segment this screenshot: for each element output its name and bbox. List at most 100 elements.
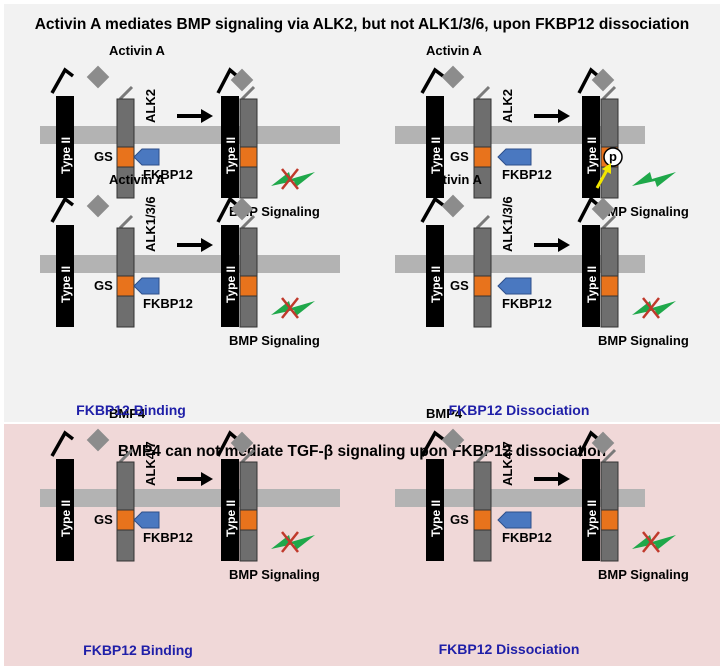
- complex-type2-chevron: [216, 196, 239, 223]
- type2-label: Type II: [59, 266, 73, 303]
- fkbp12-bound: [133, 148, 160, 166]
- type2-chevron: [420, 67, 445, 94]
- gs-domain: [473, 509, 492, 531]
- fkbp12-bound: [133, 511, 160, 529]
- complex-type2-receptor: [221, 459, 239, 561]
- type1-stalk: [118, 448, 134, 464]
- complex-type2-receptor: [221, 96, 239, 198]
- reaction-arrow-head: [201, 109, 213, 123]
- caption-fkbp12-binding-row3: FKBP12 Binding: [83, 642, 193, 658]
- ligand-label: Activin A: [109, 43, 165, 58]
- membrane-left: [40, 126, 340, 144]
- phospho-circle: [603, 147, 623, 167]
- complex-type2-label: Type II: [224, 500, 238, 537]
- bmp-signal-bolt: [271, 535, 315, 550]
- type2-label: Type II: [429, 266, 443, 303]
- signal-blocked-x: [642, 297, 660, 319]
- complex-type2-receptor: [582, 459, 600, 561]
- caption-fkbp12-binding-row2: FKBP12 Binding: [76, 402, 186, 418]
- type2-receptor: [426, 96, 444, 198]
- bmp-signaling-label: BMP Signaling: [229, 333, 320, 348]
- alk-label: ALK1/3/6: [143, 196, 158, 252]
- type1-stalk: [475, 448, 491, 464]
- bmp-signal-bolt: [632, 172, 676, 187]
- reaction-arrow-head: [558, 238, 570, 252]
- complex-type2-chevron: [577, 196, 600, 223]
- signal-blocked-x: [281, 297, 299, 319]
- bmp-signaling-label: BMP Signaling: [229, 567, 320, 582]
- complex-type2-receptor: [221, 225, 239, 327]
- gs-domain: [116, 146, 135, 168]
- fkbp12-dissociated: [497, 511, 532, 529]
- complex-gs-domain: [600, 275, 619, 297]
- complex-gs-domain: [600, 509, 619, 531]
- membrane-left: [40, 255, 340, 273]
- type1-stalk: [475, 85, 491, 101]
- phospho-arrow-shaft: [595, 169, 609, 189]
- type2-receptor: [56, 459, 74, 561]
- ligand-diamond: [86, 428, 110, 452]
- phospho-arrow-head: [602, 163, 611, 174]
- complex-type1-stalk: [240, 85, 256, 101]
- gs-label: GS: [94, 149, 113, 164]
- bmp-signaling-label: BMP Signaling: [598, 333, 689, 348]
- signal-blocked-x: [281, 531, 299, 553]
- type1-stalk: [118, 85, 134, 101]
- type2-label: Type II: [429, 500, 443, 537]
- gs-label: GS: [94, 512, 113, 527]
- fkbp12-dissociated: [497, 148, 532, 166]
- type1-stalk: [118, 214, 134, 230]
- fkbp12-label: FKBP12: [143, 296, 193, 311]
- complex-ligand-diamond: [591, 431, 615, 455]
- complex-type2-label: Type II: [585, 137, 599, 174]
- bmp-signal-bolt: [632, 301, 676, 316]
- bmp-signaling-label: BMP Signaling: [598, 567, 689, 582]
- type2-receptor: [56, 225, 74, 327]
- complex-type2-chevron: [216, 430, 239, 457]
- complex-type2-label: Type II: [224, 266, 238, 303]
- phospho-label: p: [609, 149, 617, 164]
- ligand-diamond: [86, 194, 110, 218]
- gs-label: GS: [450, 278, 469, 293]
- type2-chevron: [50, 196, 75, 223]
- fkbp12-label: FKBP12: [502, 167, 552, 182]
- fkbp12-label: FKBP12: [502, 530, 552, 545]
- gs-domain: [116, 509, 135, 531]
- type2-receptor: [426, 459, 444, 561]
- complex-type1-stalk: [240, 214, 256, 230]
- signal-blocked-x: [281, 168, 299, 190]
- ligand-label: Activin A: [109, 172, 165, 187]
- gs-label: GS: [450, 149, 469, 164]
- bottom-panel-title: BMP4 can not mediate TGF-β signaling upo…: [118, 443, 606, 460]
- complex-type1-stalk: [240, 448, 256, 464]
- type2-receptor: [56, 96, 74, 198]
- reaction-arrow-head: [558, 109, 570, 123]
- type2-chevron: [420, 430, 445, 457]
- type2-label: Type II: [59, 137, 73, 174]
- fkbp12-label: FKBP12: [502, 296, 552, 311]
- type2-label: Type II: [59, 500, 73, 537]
- complex-gs-domain: [239, 509, 258, 531]
- alk-label: ALK2: [500, 89, 515, 123]
- complex-ligand-diamond: [591, 68, 615, 92]
- gs-label: GS: [94, 278, 113, 293]
- fkbp12-dissociated: [497, 277, 532, 295]
- complex-type2-receptor: [582, 96, 600, 198]
- ligand-diamond: [86, 65, 110, 89]
- complex-type2-label: Type II: [585, 500, 599, 537]
- type2-receptor: [426, 225, 444, 327]
- fkbp12-label: FKBP12: [143, 530, 193, 545]
- complex-type2-receptor: [582, 225, 600, 327]
- bmp-signal-bolt: [271, 301, 315, 316]
- signal-blocked-x: [642, 531, 660, 553]
- complex-type2-chevron: [216, 67, 239, 94]
- alk-label: ALK4/7: [500, 441, 515, 486]
- type2-label: Type II: [429, 137, 443, 174]
- type2-chevron: [420, 196, 445, 223]
- alk-label: ALK1/3/6: [500, 196, 515, 252]
- ligand-diamond: [441, 428, 465, 452]
- complex-ligand-diamond: [230, 68, 254, 92]
- membrane-left: [40, 489, 340, 507]
- complex-type2-chevron: [577, 430, 600, 457]
